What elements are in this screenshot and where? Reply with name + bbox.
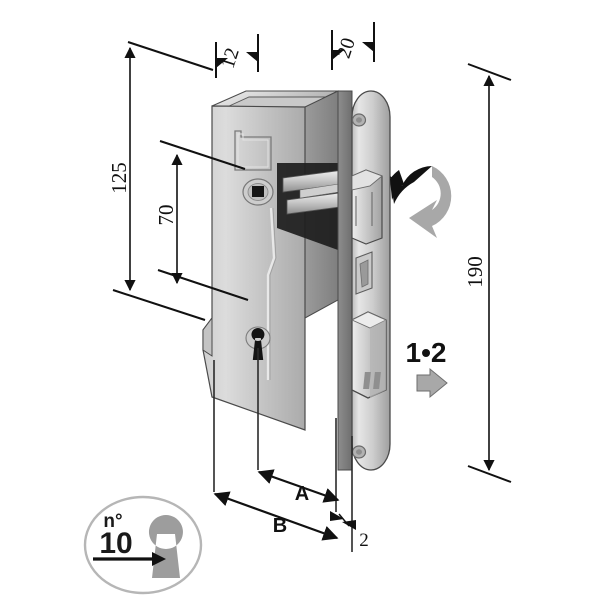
dimension-20-arrow-right <box>362 42 374 52</box>
dimension-70-label: 70 <box>154 205 178 226</box>
motion-line-1 <box>363 372 371 389</box>
dimension-12-label: 12 <box>217 45 244 71</box>
key-number-logo: n° 10 <box>83 495 203 595</box>
keyhole-icon <box>251 328 265 360</box>
dimension-20-label: 20 <box>333 35 360 61</box>
logo-number: 10 <box>99 527 132 560</box>
dimension-2: 2 <box>330 511 369 551</box>
dimension-190-label: 190 <box>463 256 487 288</box>
lock-case-scribe-line <box>266 207 276 380</box>
latch-bolt-bevel <box>351 169 383 191</box>
faceplate-slot-inner <box>359 259 369 288</box>
dimension-190: 190 <box>463 63 512 483</box>
dimension-2-arrow-left <box>330 511 344 521</box>
lock-case-front-face <box>202 105 306 431</box>
faceplate-screw-hole-bottom-inner <box>356 449 362 455</box>
motion-line-2 <box>373 372 381 389</box>
dimension-125: 125 <box>107 41 214 321</box>
dimension-12: 12 <box>215 34 259 78</box>
dimension-b: B <box>213 491 339 541</box>
lock-case-recess <box>234 130 272 171</box>
arrow-into-keyhole-icon <box>93 552 166 566</box>
latch-bolt-groove <box>355 192 373 226</box>
logo-superscript: n° <box>103 511 122 532</box>
lock-case-scribe-line-shadow <box>269 207 277 380</box>
lock-case-lower-step <box>202 316 213 357</box>
dimension-a: A <box>257 469 340 505</box>
bottom-extension-lines <box>213 348 353 552</box>
dimension-12-arrow-left <box>216 58 228 68</box>
faceplate-edge <box>337 90 353 471</box>
dimension-b-label: B <box>273 515 287 537</box>
faceplate-screw-hole-top-inner <box>356 117 362 123</box>
dimension-125-label: 125 <box>107 162 131 194</box>
dimension-12-arrow-right <box>246 52 258 62</box>
dimension-70: 70 <box>154 140 249 301</box>
spindle-square-hole <box>252 186 264 197</box>
deadbolt-side-shade <box>370 320 386 398</box>
lock-assembly <box>202 90 391 471</box>
rotation-arrow-icon <box>390 166 452 238</box>
push-arrow-icon <box>363 367 448 399</box>
turns-label: 1•2 <box>406 337 447 368</box>
dimension-a-label: A <box>295 483 309 505</box>
dimension-20: 20 <box>331 22 375 70</box>
dimension-20-arrow-left <box>332 50 344 60</box>
dimension-2-label: 2 <box>359 530 369 551</box>
